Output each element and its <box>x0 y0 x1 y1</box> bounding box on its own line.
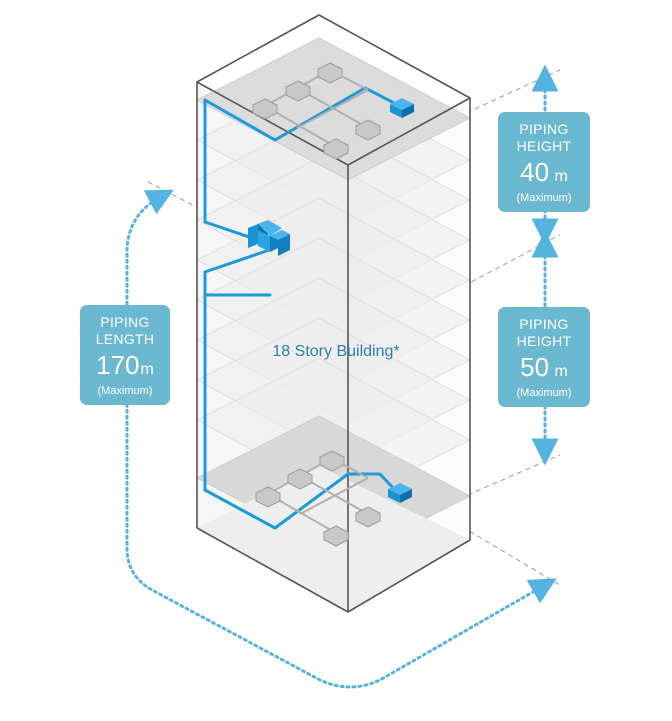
callout-line1: PIPING <box>519 121 569 137</box>
building-label: 18 Story Building* <box>272 343 400 360</box>
indoor-unit-icon <box>252 98 278 120</box>
indoor-unit-icon <box>355 119 381 141</box>
callout-note: (Maximum) <box>516 387 572 399</box>
piping-height-bottom-callout: PIPING HEIGHT 50 m (Maximum) <box>498 307 590 407</box>
callout-note: (Maximum) <box>516 192 572 204</box>
callout-value: 40 m <box>520 157 568 187</box>
indoor-unit-icon <box>317 62 343 84</box>
indoor-unit-icon <box>323 138 349 160</box>
indoor-unit-icon <box>390 98 414 118</box>
callout-line2: LENGTH <box>95 331 155 347</box>
callout-note: (Maximum) <box>97 385 153 397</box>
callout-line2: HEIGHT <box>516 138 572 154</box>
callout-value: 170m <box>96 350 154 380</box>
dimension-arrow-icon <box>125 189 557 689</box>
indoor-units-top <box>252 62 381 160</box>
piping-height-top-callout: PIPING HEIGHT 40 m (Maximum) <box>498 112 590 212</box>
callout-line2: HEIGHT <box>516 333 572 349</box>
callout-value: 50 m <box>520 352 568 382</box>
callout-line1: PIPING <box>519 316 569 332</box>
piping-length-callout: PIPING LENGTH 170m (Maximum) <box>80 305 170 405</box>
callout-line1: PIPING <box>100 314 150 330</box>
indoor-unit-icon <box>285 80 311 102</box>
